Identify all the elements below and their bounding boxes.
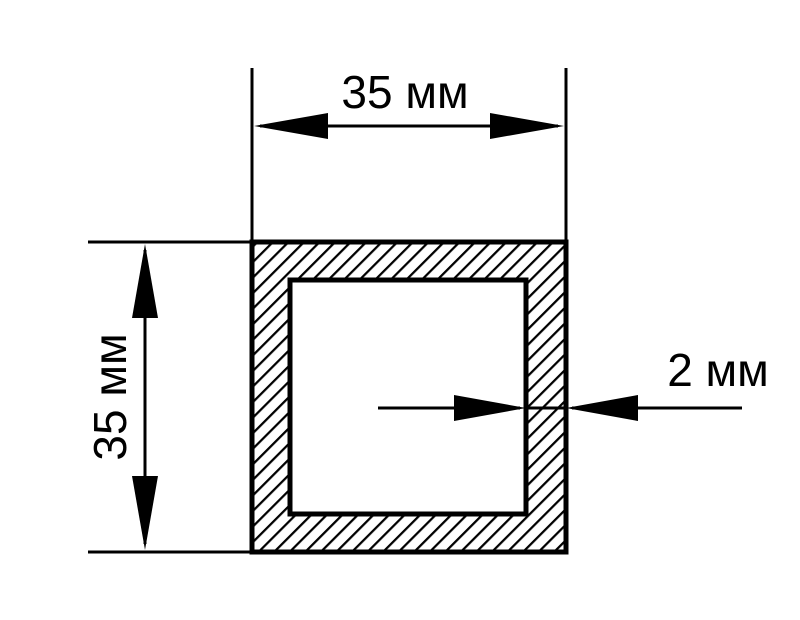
wall-arrow-left-icon (566, 395, 638, 421)
width-arrow-right-icon (490, 113, 564, 139)
wall-thickness-label: 2 мм (667, 344, 769, 396)
height-label: 35 мм (84, 333, 136, 460)
width-label: 35 мм (341, 66, 468, 118)
width-arrow-left-icon (254, 113, 328, 139)
tube-outer-outline (249, 239, 569, 555)
height-arrow-bottom-icon (132, 476, 158, 550)
wall-arrow-right-icon (454, 395, 526, 421)
height-arrow-top-icon (132, 244, 158, 318)
tube-inner-outline (287, 277, 529, 517)
